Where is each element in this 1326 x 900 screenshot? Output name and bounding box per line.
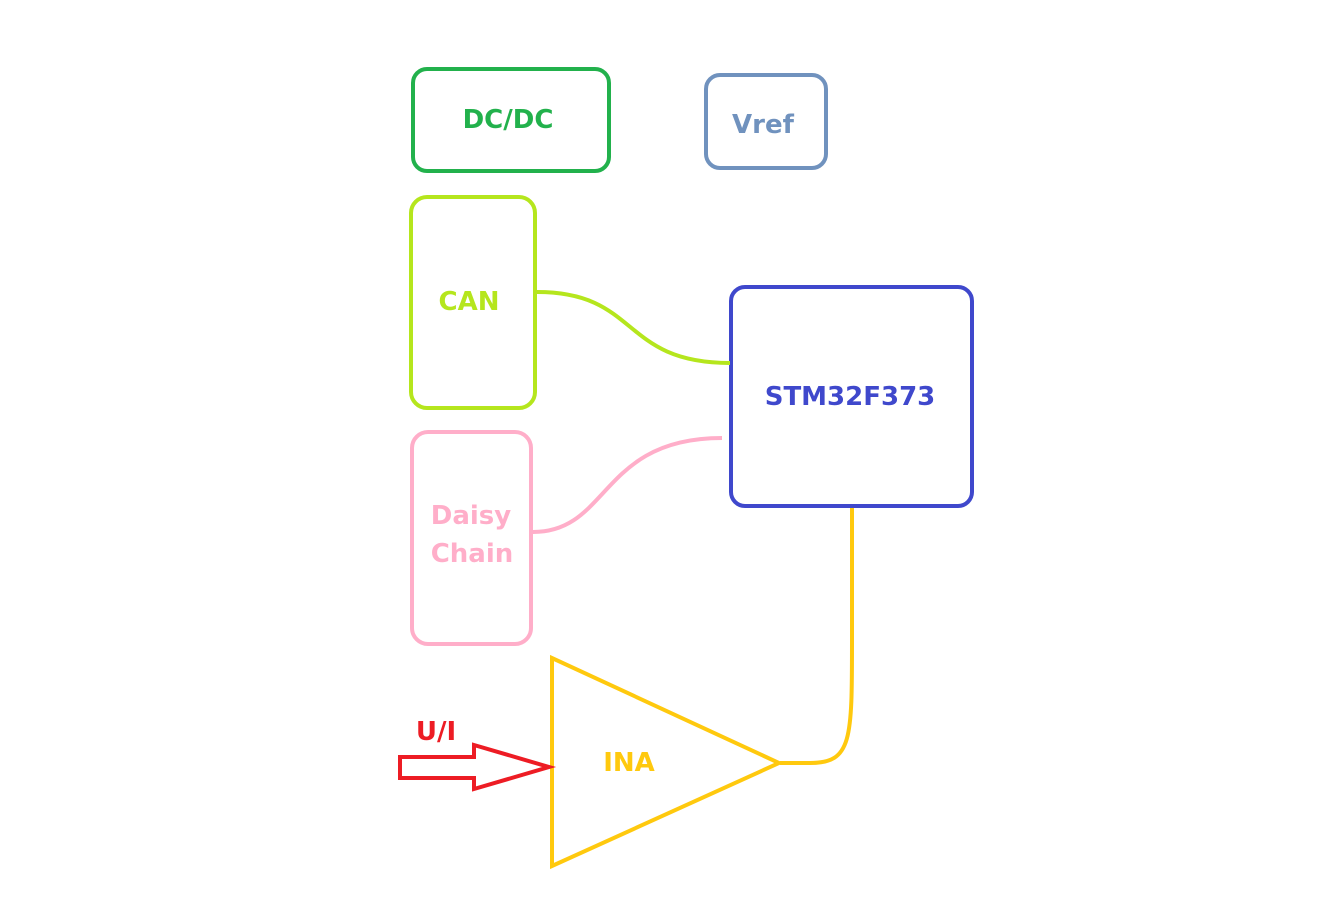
daisy-chain-label-line1: Daisy (431, 501, 512, 531)
can-box (409, 195, 537, 410)
ina-triangle (550, 654, 784, 870)
dcdc-block: DC/DC (411, 67, 611, 173)
daisy-chain-to-mcu-connector (532, 436, 723, 534)
mcu-label: STM32F373 (765, 382, 936, 412)
daisy-chain-block: Daisy Chain (410, 430, 533, 646)
input-label: U/I (416, 717, 456, 747)
input-arrow: U/I (398, 717, 557, 792)
can-label: CAN (439, 287, 500, 317)
vref-label: Vref (732, 110, 795, 140)
vref-box (704, 73, 828, 170)
dcdc-label: DC/DC (463, 105, 554, 135)
can-to-mcu-connector (536, 290, 731, 365)
daisy-chain-box (410, 430, 533, 646)
vref-block: Vref (704, 73, 828, 170)
mcu-box (729, 285, 974, 508)
can-block: CAN (409, 195, 537, 410)
daisy-chain-label-line2: Chain (431, 539, 514, 569)
input-arrow-icon (398, 742, 557, 792)
dcdc-box (411, 67, 611, 173)
ina-amplifier: INA (550, 654, 784, 870)
mcu-block: STM32F373 (729, 285, 974, 508)
ina-to-mcu-connector (780, 508, 854, 765)
ina-label: INA (603, 748, 655, 778)
